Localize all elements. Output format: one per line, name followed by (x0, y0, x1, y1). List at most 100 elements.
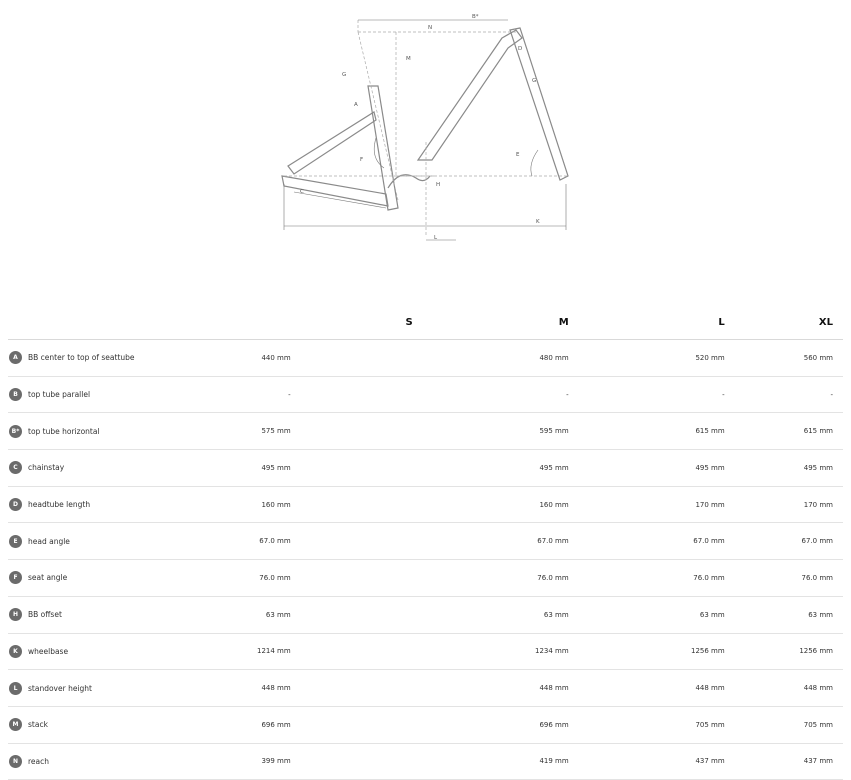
size-header-m: M (412, 306, 569, 340)
measurement-label-cell: H BB offset (8, 596, 256, 634)
measurement-value-m: 67.0 mm (412, 522, 569, 561)
measurement-value-xl: 437 mm (724, 743, 843, 780)
label-l: L (434, 235, 438, 241)
label-f: F (360, 157, 363, 163)
measurement-value-xl: - (724, 376, 843, 414)
measurement-value-s: 495 mm (256, 449, 413, 487)
measurement-value-m: - (412, 376, 569, 414)
measurement-value-m: 419 mm (412, 743, 569, 780)
measurement-value-xl: 560 mm (724, 339, 843, 377)
measurement-key-badge: A (9, 351, 22, 365)
label-b-star: B* (472, 14, 479, 20)
measurement-value-m: 696 mm (412, 706, 569, 744)
measurement-name: head angle (28, 536, 70, 546)
geometry-table: S M L XL A BB center to top of seattube 44… (8, 306, 843, 780)
measurement-value-xl: 448 mm (724, 669, 843, 707)
measurement-value-l: 705 mm (568, 706, 725, 744)
measurement-key-badge: M (9, 718, 22, 732)
measurement-value-xl: 1256 mm (724, 633, 843, 671)
label-h: H (436, 182, 440, 188)
measurement-key-badge: B* (9, 424, 22, 438)
measurement-name: BB offset (28, 610, 62, 620)
size-header-xl: XL (724, 306, 843, 340)
measurement-value-m: 595 mm (412, 412, 569, 451)
label-c: C (300, 189, 304, 195)
chainstay-dimension (293, 191, 387, 209)
measurement-value-xl: 170 mm (724, 486, 843, 524)
measurement-value-s: 63 mm (256, 596, 413, 634)
measurement-key-badge: H (9, 608, 22, 622)
label-d: D (518, 46, 522, 52)
measurement-value-m: 448 mm (412, 669, 569, 707)
seat-stay (287, 111, 377, 175)
seat-angle-arc (373, 137, 385, 169)
measurement-value-s: 1214 mm (256, 633, 413, 671)
measurement-value-l: 170 mm (568, 486, 725, 524)
measurement-key-badge: K (9, 644, 22, 658)
measurement-key-badge: E (9, 534, 22, 548)
measurement-name: wheelbase (28, 646, 69, 656)
label-k: K (536, 219, 540, 225)
measurement-key-badge: B (9, 388, 22, 402)
measurement-label-cell: B*top tube horizontal (8, 412, 256, 451)
measurement-value-m: 1234 mm (412, 633, 569, 671)
measurement-label-cell: A BB center to top of seattube (8, 339, 256, 377)
size-header-s: S (256, 306, 413, 340)
measurement-value-l: 495 mm (568, 449, 725, 487)
measurement-value-l: 437 mm (568, 743, 725, 780)
measurement-name: chainstay (28, 463, 65, 473)
measurement-value-xl: 495 mm (724, 449, 843, 487)
measurement-name: standover height (28, 683, 92, 693)
measurement-key-badge: F (9, 571, 22, 585)
measurement-value-xl: 705 mm (724, 706, 843, 744)
measurement-name: BB center to top of seattube (28, 353, 135, 363)
measurement-name: reach (28, 756, 50, 766)
measurement-value-s: 696 mm (256, 706, 413, 744)
measurement-value-l: 615 mm (568, 412, 725, 451)
measurement-value-s: 448 mm (256, 669, 413, 707)
measurement-value-s: 575 mm (256, 412, 413, 451)
frame-diagram-svg: N B* M D G G A F E H C K L (281, 14, 569, 241)
label-a: A (354, 102, 358, 108)
measurement-value-l: 448 mm (568, 669, 725, 707)
measurement-value-m: 63 mm (412, 596, 569, 634)
measurement-value-s: - (256, 376, 413, 414)
measurement-value-m: 76.0 mm (412, 559, 569, 597)
down-tube (416, 29, 523, 161)
measurement-value-l: 76.0 mm (568, 559, 725, 597)
measurement-key-badge: C (9, 461, 22, 475)
geometry-table-head: S M L XL (8, 306, 843, 340)
measurement-value-s: 399 mm (256, 743, 413, 780)
measurement-value-xl: 76.0 mm (724, 559, 843, 597)
size-header-spacer (8, 306, 256, 340)
head-tube (509, 27, 569, 181)
measurement-value-s: 440 mm (256, 339, 413, 377)
label-n: N (428, 25, 432, 31)
size-header-l: L (568, 306, 725, 340)
measurement-key-badge: L (9, 681, 22, 695)
measurement-value-m: 160 mm (412, 486, 569, 524)
head-angle-arc (530, 149, 539, 177)
measurement-name: stack (28, 720, 48, 730)
measurement-value-l: 67.0 mm (568, 522, 725, 561)
